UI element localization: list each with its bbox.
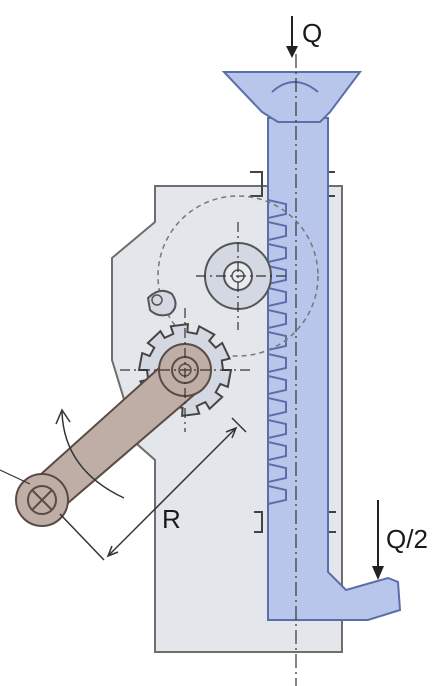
rotation-arrow-icon <box>55 408 71 425</box>
radius-label: R <box>162 504 181 534</box>
load-label-side: Q/2 <box>386 524 428 554</box>
pitch-circle <box>157 195 319 357</box>
rack-bar <box>221 71 402 621</box>
load-arrow-top <box>286 16 298 58</box>
lower-left-guide <box>254 511 263 533</box>
load-saddle <box>221 71 362 123</box>
load-arrow-side <box>372 500 384 580</box>
center-lines <box>120 54 297 686</box>
rotation-arc <box>61 411 125 499</box>
upper-left-guide <box>250 171 263 197</box>
rack-teeth <box>267 199 287 505</box>
pawl <box>146 289 177 317</box>
radius-dimension <box>59 417 247 561</box>
load-label-top: Q <box>302 18 322 48</box>
